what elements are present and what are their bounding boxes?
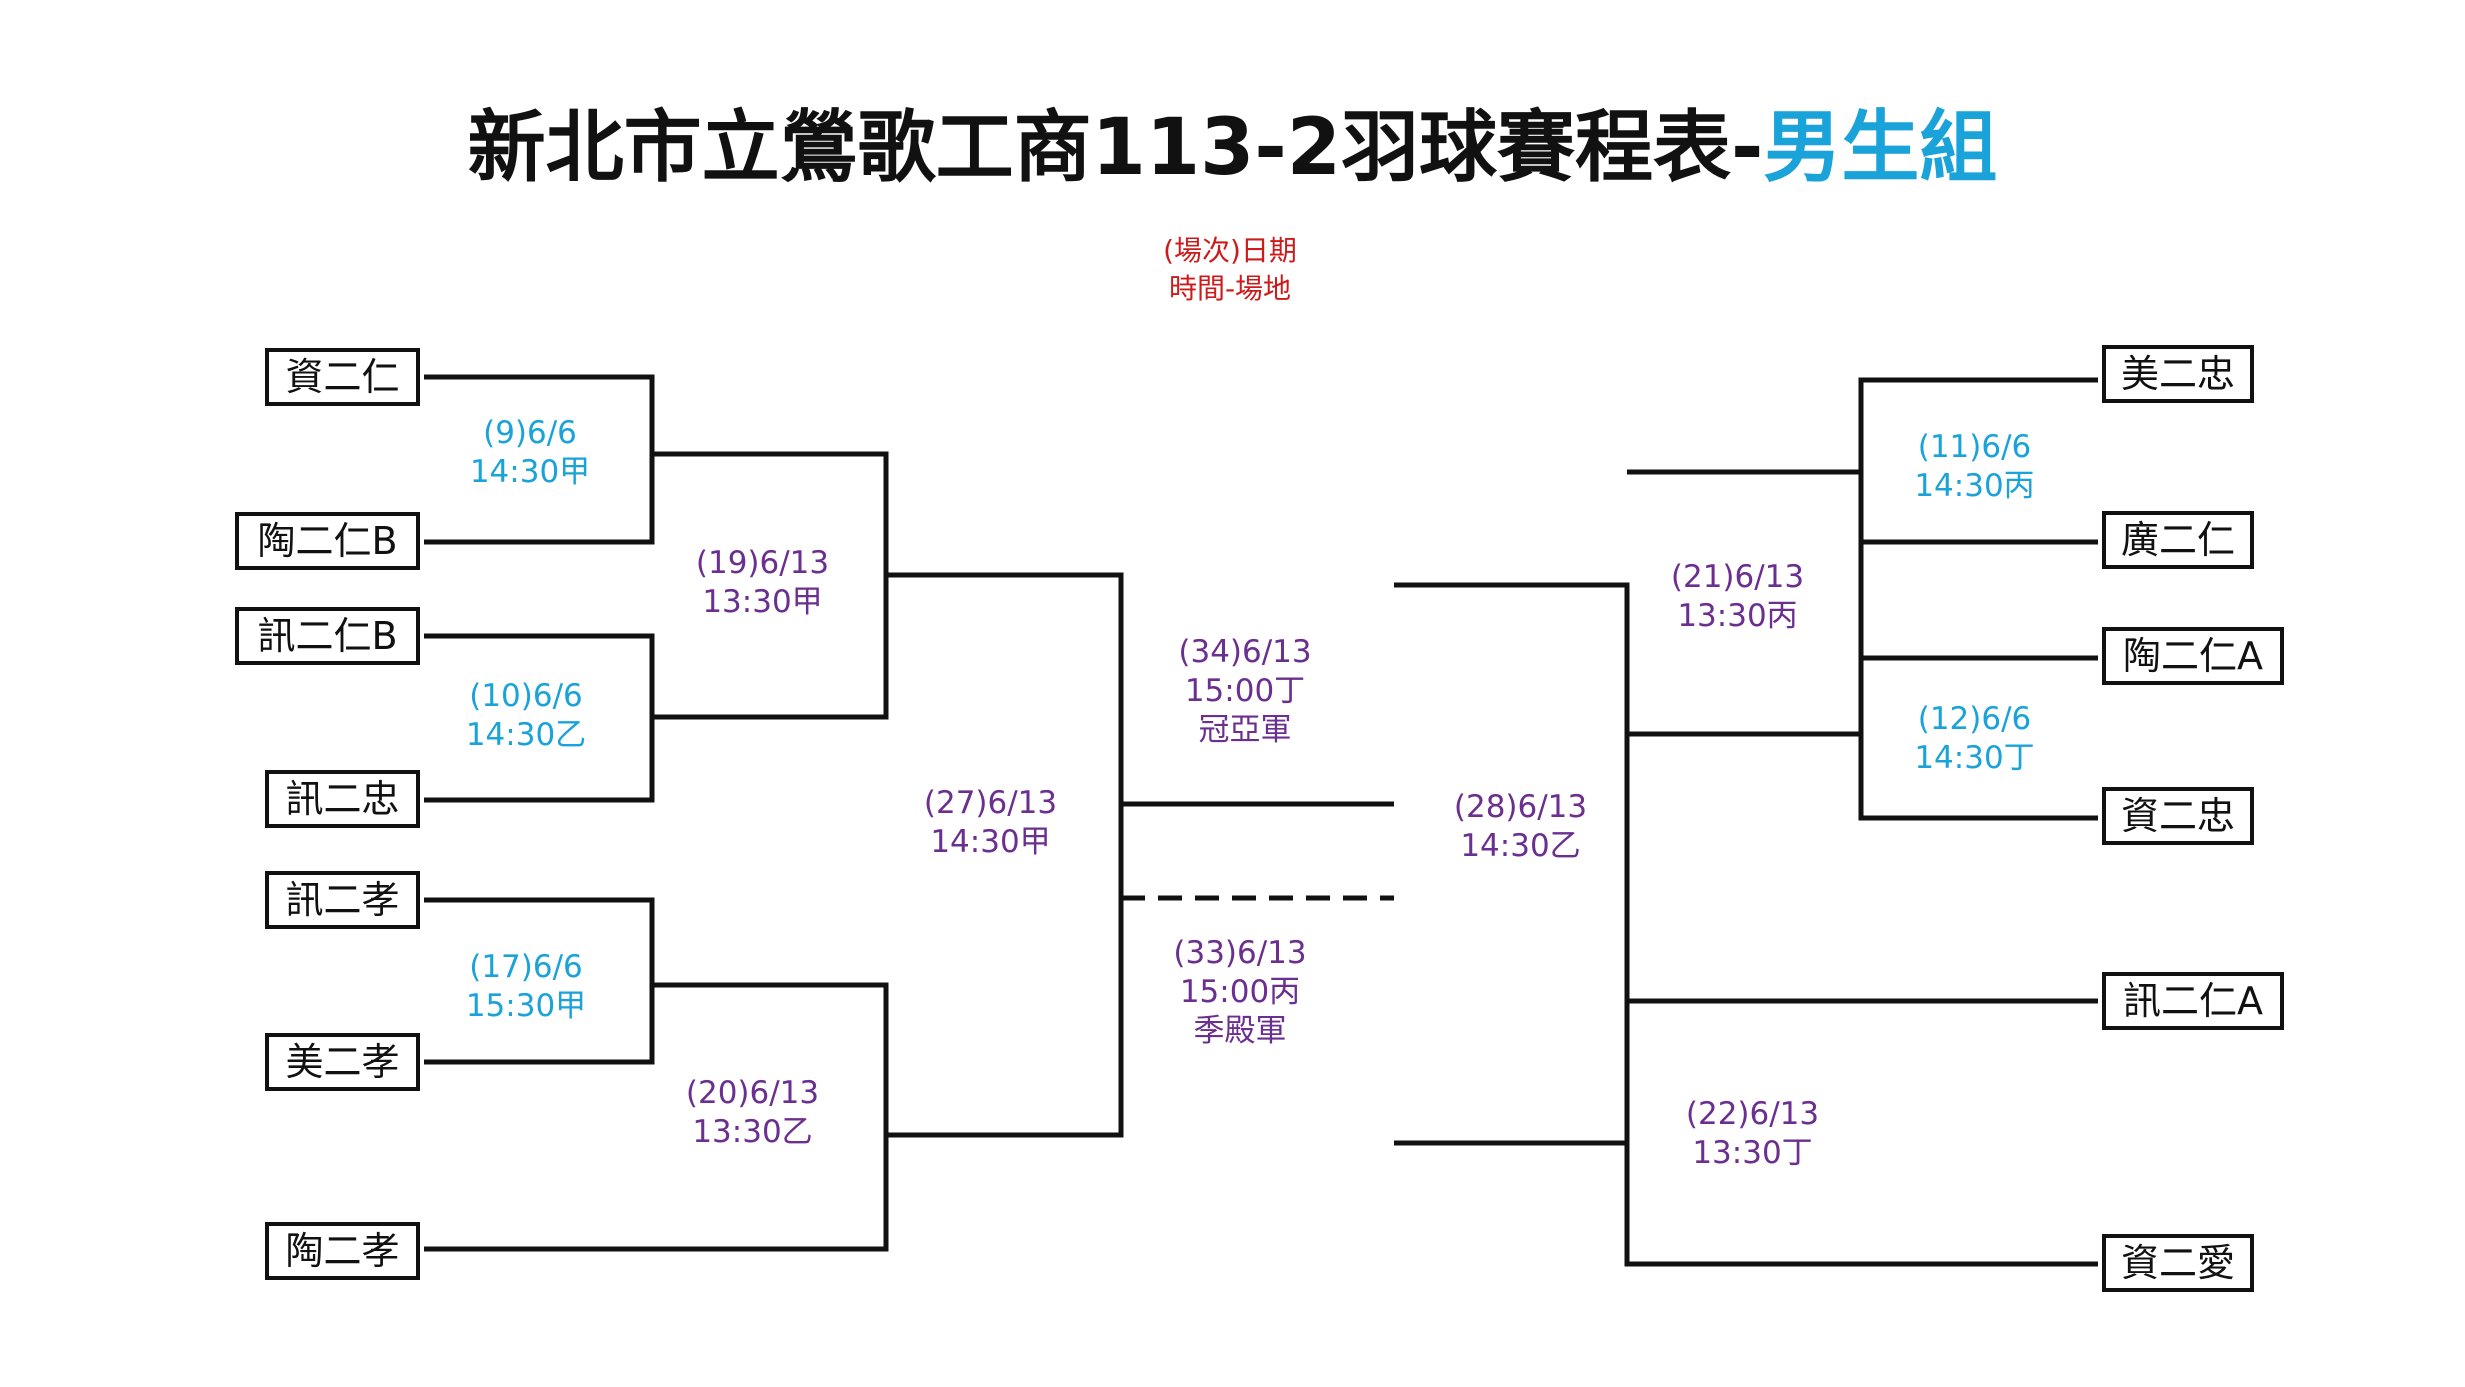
match-20-line2: 13:30乙 xyxy=(692,1114,813,1150)
match-19-line1: (19)6/13 xyxy=(695,545,830,581)
line-m9 xyxy=(424,374,655,545)
match-28-line2: 14:30乙 xyxy=(1460,828,1581,864)
match-20-line1: (20)6/13 xyxy=(685,1075,820,1111)
match-33-line1: (33)6/13 xyxy=(1173,935,1307,971)
legend-line-2: 時間-場地 xyxy=(1168,272,1292,305)
legend-line-1: (場次)日期 xyxy=(1163,234,1297,267)
page-title: 新北市立鶯歌工商113-2羽球賽程表-男生組 xyxy=(0,85,2465,197)
match-11-line2: 14:30丙 xyxy=(1914,468,2035,504)
match-34-line3: 冠亞軍 xyxy=(1198,712,1292,748)
match-11-line1: (11)6/6 xyxy=(1917,429,2032,465)
legend: (場次)日期 時間-場地 xyxy=(1125,232,1335,308)
match-33-line2: 15:00丙 xyxy=(1179,974,1301,1010)
match-22: (22)6/13 13:30丁 xyxy=(1650,1095,1855,1173)
match-11: (11)6/6 14:30丙 xyxy=(1872,428,2077,506)
match-21-line2: 13:30丙 xyxy=(1677,598,1798,634)
line-m19 xyxy=(652,451,889,720)
line-m12 xyxy=(1858,655,2098,821)
team-right-2: 廣二仁 xyxy=(2102,511,2254,569)
match-19-line2: 13:30甲 xyxy=(702,584,823,620)
team-left-6: 美二孝 xyxy=(265,1033,420,1091)
match-34-line2: 15:00丁 xyxy=(1184,673,1306,709)
match-12: (12)6/6 14:30丁 xyxy=(1872,700,2077,778)
line-m28 xyxy=(1394,582,1630,1146)
match-22-line2: 13:30丁 xyxy=(1692,1135,1813,1171)
match-22-line1: (22)6/13 xyxy=(1685,1096,1820,1132)
match-10-line2: 14:30乙 xyxy=(465,717,587,753)
team-right-6: 資二愛 xyxy=(2102,1234,2254,1292)
team-left-1: 資二仁 xyxy=(265,348,420,406)
match-9-line2: 14:30甲 xyxy=(469,454,591,490)
match-28-line1: (28)6/13 xyxy=(1453,789,1588,825)
match-34: (34)6/13 15:00丁 冠亞軍 xyxy=(1140,633,1350,750)
match-17-line2: 15:30甲 xyxy=(465,988,587,1024)
team-right-1: 美二忠 xyxy=(2102,345,2254,403)
team-left-7: 陶二孝 xyxy=(265,1222,420,1280)
match-20: (20)6/13 13:30乙 xyxy=(650,1074,855,1152)
team-left-4: 訊二忠 xyxy=(265,770,420,828)
match-33: (33)6/13 15:00丙 季殿軍 xyxy=(1135,934,1345,1051)
match-34-line1: (34)6/13 xyxy=(1178,634,1312,670)
match-17-line1: (17)6/6 xyxy=(469,949,583,985)
match-27-line2: 14:30甲 xyxy=(930,824,1051,860)
line-m27 xyxy=(886,572,1124,1138)
match-12-line1: (12)6/6 xyxy=(1917,701,2032,737)
line-m22 xyxy=(1624,998,2098,1267)
line-m20 xyxy=(424,982,889,1252)
line-m21 xyxy=(1627,469,1864,737)
team-left-5: 訊二孝 xyxy=(265,871,420,929)
match-19: (19)6/13 13:30甲 xyxy=(660,544,865,622)
match-17: (17)6/6 15:30甲 xyxy=(426,948,626,1026)
line-m17 xyxy=(424,897,655,1065)
match-9-line1: (9)6/6 xyxy=(483,415,577,451)
team-right-5: 訊二仁A xyxy=(2102,972,2284,1030)
match-10: (10)6/6 14:30乙 xyxy=(426,677,626,755)
match-10-line1: (10)6/6 xyxy=(469,678,583,714)
team-left-3: 訊二仁B xyxy=(235,607,420,665)
team-right-3: 陶二仁A xyxy=(2102,627,2284,685)
title-highlight: 男生組 xyxy=(1763,103,1998,193)
team-right-4: 資二忠 xyxy=(2102,787,2254,845)
match-27: (27)6/13 14:30甲 xyxy=(888,784,1093,862)
match-27-line1: (27)6/13 xyxy=(923,785,1058,821)
match-12-line2: 14:30丁 xyxy=(1914,740,2035,776)
match-33-line3: 季殿軍 xyxy=(1193,1013,1287,1049)
team-left-2: 陶二仁B xyxy=(235,512,420,570)
match-21: (21)6/13 13:30丙 xyxy=(1635,558,1840,636)
match-9: (9)6/6 14:30甲 xyxy=(430,414,630,492)
match-28: (28)6/13 14:30乙 xyxy=(1418,788,1623,866)
line-m11 xyxy=(1858,377,2098,545)
match-21-line1: (21)6/13 xyxy=(1670,559,1805,595)
title-main: 新北市立鶯歌工商113-2羽球賽程表- xyxy=(467,103,1764,193)
